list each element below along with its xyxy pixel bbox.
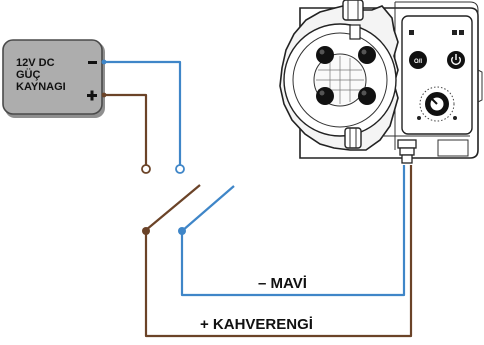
pump-power-button[interactable] [447, 51, 465, 69]
pump-bolt-top-right [358, 46, 376, 64]
pump-base-block [437, 139, 469, 157]
pump-top-connector [349, 24, 361, 40]
pump-bolt-bottom-right [358, 87, 376, 105]
pump-indicator-right-2 [459, 30, 464, 35]
psu-plus-terminal [87, 90, 97, 101]
switch-top-terminal-brown [141, 164, 151, 174]
power-supply: 12V DC GÜÇ KAYNAGI [2, 39, 105, 118]
blue-wire-label: – MAVİ [258, 275, 307, 292]
power-icon [451, 54, 461, 66]
switch-blade-blue [181, 185, 235, 232]
pump-bolt-top-left [316, 46, 334, 64]
brown-wire-psu-to-switch [104, 93, 148, 165]
switch-top-terminal-blue [175, 164, 185, 174]
pump-bolt-bottom-left [316, 87, 334, 105]
pump-dose-knob[interactable] [417, 86, 457, 122]
pump-bottom-valve [344, 127, 362, 149]
psu-label-line3: KAYNAGI [16, 81, 66, 93]
dosing-pump: O/I [279, 0, 483, 164]
double-pole-switch [141, 164, 235, 235]
pump-side-bump [477, 69, 483, 103]
brown-wire-switch-to-pump [144, 165, 413, 338]
psu-box [2, 39, 103, 115]
brown-wire-label: + KAHVERENGİ [200, 316, 313, 333]
pump-mode-button[interactable]: O/I [409, 51, 427, 69]
pump-indicator-right-1 [452, 30, 457, 35]
blue-wire-psu-to-switch [104, 60, 182, 165]
pump-housing-top-edge [395, 1, 479, 20]
pump-indicator-left [409, 30, 414, 35]
pump-top-valve [342, 0, 364, 21]
blue-wire-switch-to-pump [180, 165, 406, 297]
pump-cable-gland [397, 139, 417, 164]
pump-control-panel [401, 15, 473, 135]
pump-head [279, 0, 399, 151]
pump-mode-button-label: O/I [414, 59, 422, 65]
switch-blade-brown [145, 184, 201, 231]
psu-label-line1: 12V DC [16, 57, 55, 69]
psu-label-line2: GÜÇ [16, 68, 41, 81]
psu-minus-terminal [88, 61, 97, 64]
